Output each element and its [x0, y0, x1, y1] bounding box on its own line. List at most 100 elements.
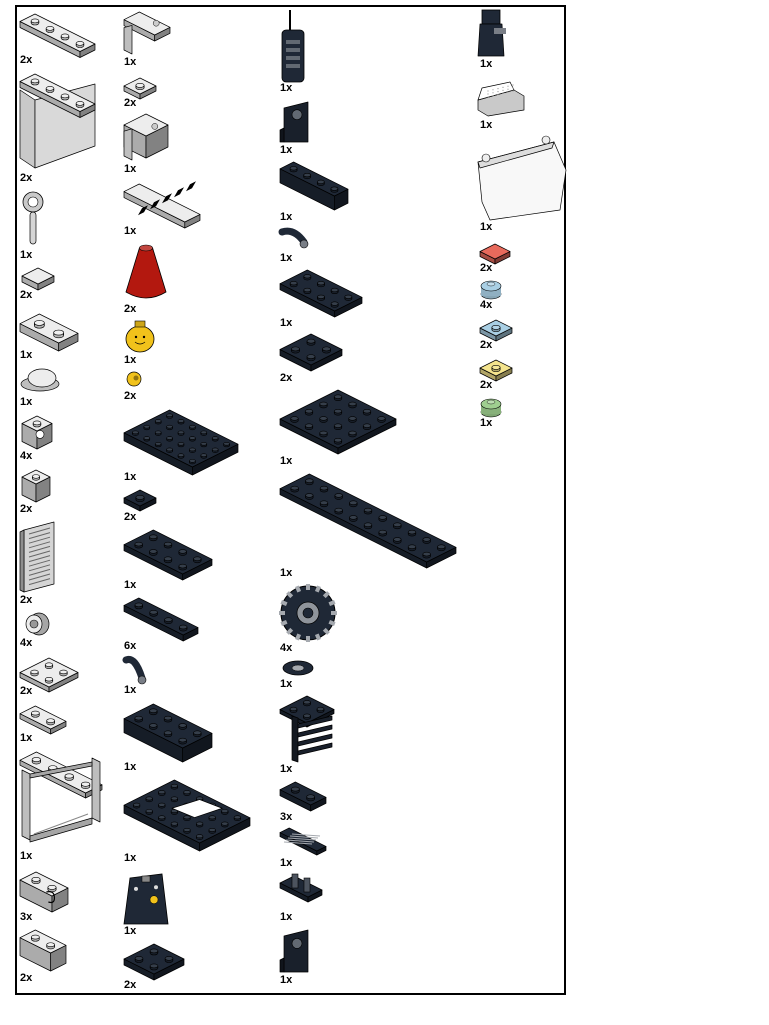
- plate-1x1-round-icon: [124, 76, 156, 96]
- plate-1x2-b-icon: [280, 780, 326, 810]
- part-minifig-head: [124, 320, 156, 354]
- part-window-1x4x3: [20, 750, 102, 848]
- part-quantity: 2x: [124, 512, 136, 523]
- part-quantity: 3x: [280, 812, 292, 823]
- part-plate-1x1-b: [124, 488, 156, 510]
- part-plate-4x4: [280, 388, 396, 454]
- part-round-1x1-light: [480, 280, 502, 300]
- part-quantity: 1x: [480, 418, 492, 429]
- part-walkie-talkie: [280, 10, 306, 82]
- part-quantity: 1x: [280, 253, 292, 264]
- plate-4x6-hole-icon: [124, 778, 250, 850]
- part-quantity: 1x: [280, 912, 292, 923]
- part-quantity: 1x: [124, 926, 136, 937]
- part-plate-1x1-light-yellow: [480, 358, 512, 378]
- part-plate-1x1-light-blue: [480, 318, 512, 338]
- part-windscreen: [478, 134, 566, 220]
- part-quantity: 2x: [480, 263, 492, 274]
- part-quantity: 1x: [280, 764, 292, 775]
- part-quantity: 2x: [124, 391, 136, 402]
- part-plate-1x2-door-rail: [20, 312, 78, 348]
- part-quantity: 1x: [480, 222, 492, 233]
- part-steering-bracket: [280, 874, 322, 908]
- part-quantity: 2x: [20, 595, 32, 606]
- seat-2x2-icon: [280, 100, 310, 142]
- part-quantity: 4x: [20, 638, 32, 649]
- part-quantity: 1x: [20, 350, 32, 361]
- part-quantity: 4x: [280, 643, 292, 654]
- part-seat-low: [478, 82, 524, 116]
- part-quantity: 1x: [124, 762, 136, 773]
- cone-2x2x2-icon: [124, 242, 168, 302]
- seat-low-icon: [478, 82, 524, 116]
- part-quantity: 1x: [280, 212, 292, 223]
- tile-1x1-icon: [22, 266, 54, 288]
- part-quantity: 1x: [280, 975, 292, 986]
- round-1x1-light-icon: [480, 280, 502, 300]
- part-quantity: 2x: [20, 504, 32, 515]
- part-quantity: 1x: [280, 83, 292, 94]
- part-brick-1x1-headlight: [22, 414, 52, 448]
- part-quantity: 2x: [480, 380, 492, 391]
- part-quantity: 1x: [124, 685, 136, 696]
- part-plate-2x2: [124, 942, 184, 978]
- part-wheel-hub: [22, 612, 50, 636]
- plate-1x4-icon: [20, 12, 95, 42]
- part-quantity: 1x: [280, 145, 292, 156]
- part-door-shutter: [20, 522, 54, 592]
- part-quantity: 1x: [20, 851, 32, 862]
- part-round-1x1-light-green: [480, 398, 502, 418]
- hat-cap-icon: [20, 368, 60, 392]
- part-quantity: 1x: [124, 355, 136, 366]
- part-quantity: 2x: [20, 686, 32, 697]
- minifig-head-icon: [124, 320, 156, 354]
- part-hat-cap: [20, 368, 60, 392]
- tire-wheel-icon: [280, 584, 336, 642]
- part-quantity: 1x: [124, 580, 136, 591]
- plate-2x2-corner-icon: [20, 656, 78, 682]
- part-quantity: 2x: [20, 173, 32, 184]
- tile-2x2-light-icon: [480, 242, 510, 262]
- part-quantity: 6x: [124, 641, 136, 652]
- arm-piece-icon: [280, 228, 308, 250]
- torso-police-icon: [124, 870, 168, 924]
- part-quantity: 1x: [20, 397, 32, 408]
- part-brick-1x2-clip: [20, 870, 68, 910]
- shelf-stand-icon: [280, 694, 334, 762]
- windscreen-icon: [478, 134, 566, 220]
- slope-arch-icon: [280, 928, 310, 972]
- part-wheel-small: [282, 660, 314, 676]
- brick-1x2-icon: [20, 928, 66, 970]
- plate-1x1-b-icon: [124, 488, 156, 510]
- part-quantity: 2x: [124, 98, 136, 109]
- part-quantity: 1x: [480, 120, 492, 131]
- plate-4x4-icon: [280, 388, 396, 454]
- minifig-hands-icon: [124, 371, 144, 387]
- part-quantity: 1x: [280, 679, 292, 690]
- part-shelf-stand: [280, 694, 334, 762]
- part-plate-4x6-wheelarch: [124, 408, 238, 472]
- part-plate-1x2-b: [280, 780, 326, 810]
- magnifying-glass-icon: [22, 190, 44, 248]
- part-quantity: 2x: [124, 980, 136, 991]
- plate-1x1-light-yellow-icon: [480, 358, 512, 378]
- part-seat-2x2: [280, 100, 310, 142]
- part-door-1x1-hinge: [124, 112, 168, 160]
- part-quantity: 1x: [124, 57, 136, 68]
- plate-1x2-icon: [20, 704, 66, 730]
- plate-2x2-pin-icon: [280, 332, 342, 368]
- part-plate-1x4: [20, 12, 95, 42]
- part-quantity: 1x: [280, 568, 292, 579]
- part-plate-4x6-hole: [124, 778, 250, 850]
- mudguard-2x4-icon: [124, 702, 212, 760]
- part-quantity: 1x: [480, 59, 492, 70]
- plate-1x4-b-icon: [124, 596, 198, 638]
- part-quantity: 1x: [280, 858, 292, 869]
- part-plate-1x2: [20, 704, 66, 730]
- brick-1x2-clip-icon: [20, 870, 68, 910]
- minifig-legs-icon: [478, 10, 508, 56]
- part-plate-2x4: [124, 528, 212, 578]
- part-tile-2x2-light: [480, 242, 510, 262]
- plate-2x2-icon: [124, 942, 184, 978]
- part-quantity: 1x: [124, 164, 136, 175]
